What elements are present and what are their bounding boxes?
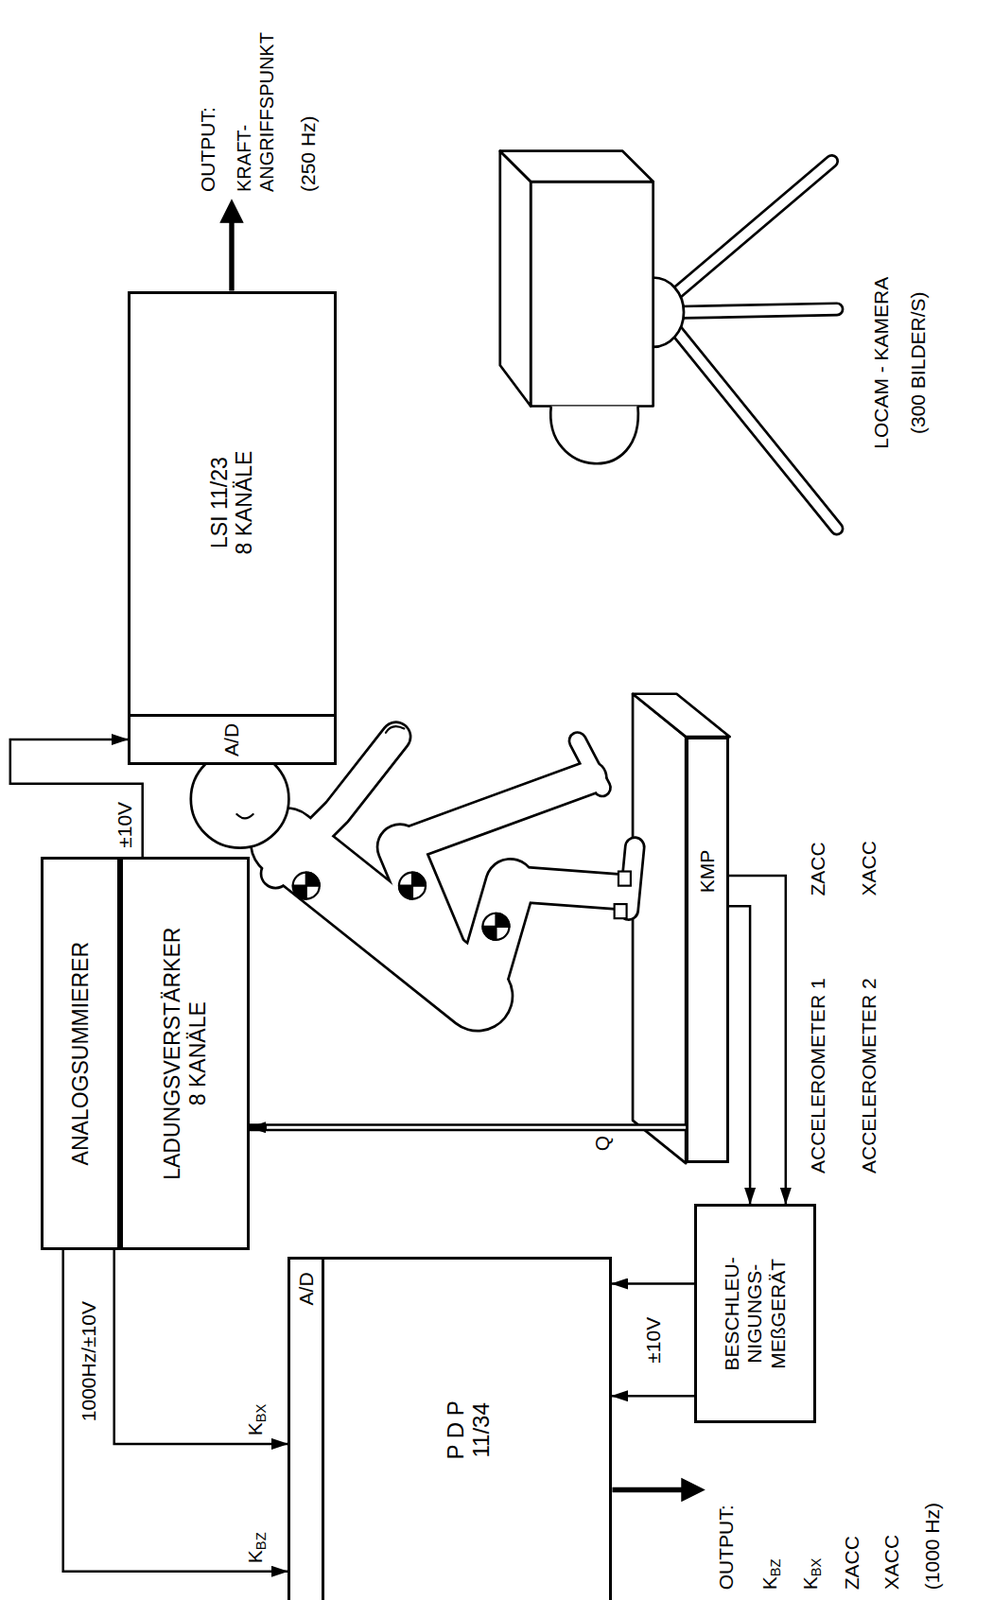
computer-box: P D P 11/34 A/D bbox=[287, 1256, 612, 1600]
signal-name: ZACC bbox=[805, 841, 830, 896]
cable-core bbox=[266, 1126, 686, 1130]
signal-line bbox=[10, 739, 143, 858]
output-label: (250 Hz) bbox=[296, 115, 320, 192]
box-label: KMP bbox=[696, 850, 719, 894]
converter-strip: A/D bbox=[287, 1256, 325, 1600]
signal-line bbox=[729, 905, 750, 1204]
output-label: ZACC bbox=[839, 1535, 864, 1590]
charge-cable bbox=[249, 1123, 686, 1132]
signal-label: KBZ bbox=[243, 1532, 271, 1564]
signal-line bbox=[611, 1394, 695, 1398]
output-label: KBX bbox=[798, 1558, 826, 1591]
camera-drawing bbox=[500, 151, 837, 529]
output-label: XACC bbox=[879, 1534, 904, 1590]
output-label: OUTPUT: bbox=[195, 106, 220, 192]
box-label: LSI 11/23 8 KANÄLE bbox=[207, 449, 258, 557]
computer-box: LSI 11/23 8 KANÄLE A/D bbox=[127, 291, 337, 767]
box-label: ANALOGSUMMIERER bbox=[68, 941, 93, 1166]
signal-line bbox=[611, 1282, 695, 1286]
box-label: BESCHLEU- NIGUNGS- MEßGERÄT bbox=[720, 1252, 789, 1376]
amplifier-box: LADUNGSVERSTÄRKER 8 KANÄLE bbox=[120, 857, 250, 1251]
signal-label: Q bbox=[590, 1135, 614, 1151]
centre-of-mass-marks bbox=[293, 872, 510, 941]
camera-caption: (300 BILDER/S) bbox=[905, 187, 930, 540]
camera-caption: LOCAM - KAMERA bbox=[869, 187, 893, 540]
meter-box: BESCHLEU- NIGUNGS- MEßGERÄT bbox=[694, 1203, 817, 1424]
accelerometer-symbol bbox=[614, 871, 631, 920]
output-label: (1000 Hz) bbox=[920, 1502, 944, 1590]
signal-name: XACC bbox=[856, 840, 881, 896]
signal-label: KBX bbox=[243, 1404, 271, 1437]
force-plate: KMP bbox=[685, 736, 730, 1164]
output-label: KBZ bbox=[757, 1558, 785, 1590]
box-label: P D P 11/34 bbox=[442, 1392, 495, 1468]
signal-label: ±10V bbox=[112, 801, 137, 849]
converter-strip: A/D bbox=[127, 714, 337, 766]
signal-label: ±10V bbox=[641, 1317, 665, 1364]
output-label: OUTPUT: bbox=[714, 1504, 738, 1590]
platform-slab bbox=[632, 694, 731, 1164]
sensor-label: ACCELEROMETER 1 bbox=[805, 977, 830, 1174]
box-label: LADUNGSVERSTÄRKER 8 KANÄLE bbox=[159, 922, 210, 1185]
output-label: KRAFT- ANGRIFFSPUNKT bbox=[232, 5, 279, 192]
signal-line bbox=[114, 1250, 288, 1445]
signal-line bbox=[729, 875, 786, 1204]
summing-box: ANALOGSUMMIERER bbox=[40, 857, 121, 1251]
person-figure bbox=[191, 726, 635, 996]
box-label: A/D bbox=[295, 1271, 318, 1306]
box-label: A/D bbox=[220, 723, 244, 757]
signal-label: 1000Hz/±10V bbox=[76, 1301, 101, 1422]
signal-line bbox=[63, 1250, 288, 1572]
sensor-label: ACCELEROMETER 2 bbox=[856, 977, 881, 1174]
